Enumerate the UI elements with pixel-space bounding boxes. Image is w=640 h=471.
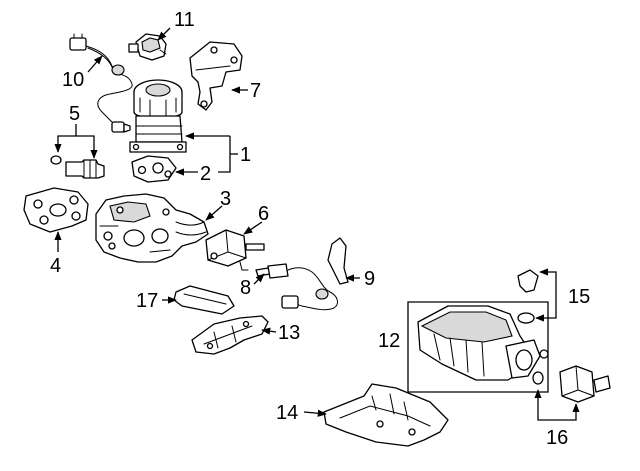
part-1-egr-valve <box>129 79 187 153</box>
leader-lines <box>54 27 580 421</box>
part-2-gasket <box>131 155 177 183</box>
part-12-canister <box>417 305 549 381</box>
callout-7: 7 <box>250 80 261 102</box>
part-5-oxygen-sensors <box>50 155 105 179</box>
callout-labels: 11 10 7 5 1 2 3 4 6 8 9 17 13 12 15 14 1… <box>50 9 590 449</box>
part-17-cover <box>173 285 235 315</box>
callout-4: 4 <box>50 255 61 277</box>
part-4-gasket <box>23 187 89 233</box>
callout-17: 17 <box>136 290 158 312</box>
part-10-sensor-harness <box>69 33 133 133</box>
callout-1: 1 <box>240 144 251 166</box>
callout-9: 9 <box>364 268 375 290</box>
part-14-tray <box>323 383 449 447</box>
part-7-bracket <box>189 41 243 111</box>
part-8-9-sensor-wire <box>255 237 349 311</box>
callout-15: 15 <box>568 286 590 308</box>
callout-14: 14 <box>276 402 298 424</box>
callout-11: 11 <box>174 9 195 31</box>
part-13-bracket <box>191 315 269 355</box>
callout-8: 8 <box>240 277 251 299</box>
callout-13: 13 <box>278 322 300 344</box>
callout-10: 10 <box>62 69 84 91</box>
part-16-filter <box>532 365 611 403</box>
callout-3: 3 <box>220 188 231 210</box>
callout-12: 12 <box>378 330 400 352</box>
callout-6: 6 <box>258 203 269 225</box>
callout-5: 5 <box>69 103 80 125</box>
callout-2: 2 <box>200 163 211 185</box>
part-6-solenoid <box>205 229 265 271</box>
callout-16: 16 <box>546 427 568 449</box>
part-15-clip <box>517 269 539 324</box>
part-3-egr-manifold <box>95 193 209 263</box>
